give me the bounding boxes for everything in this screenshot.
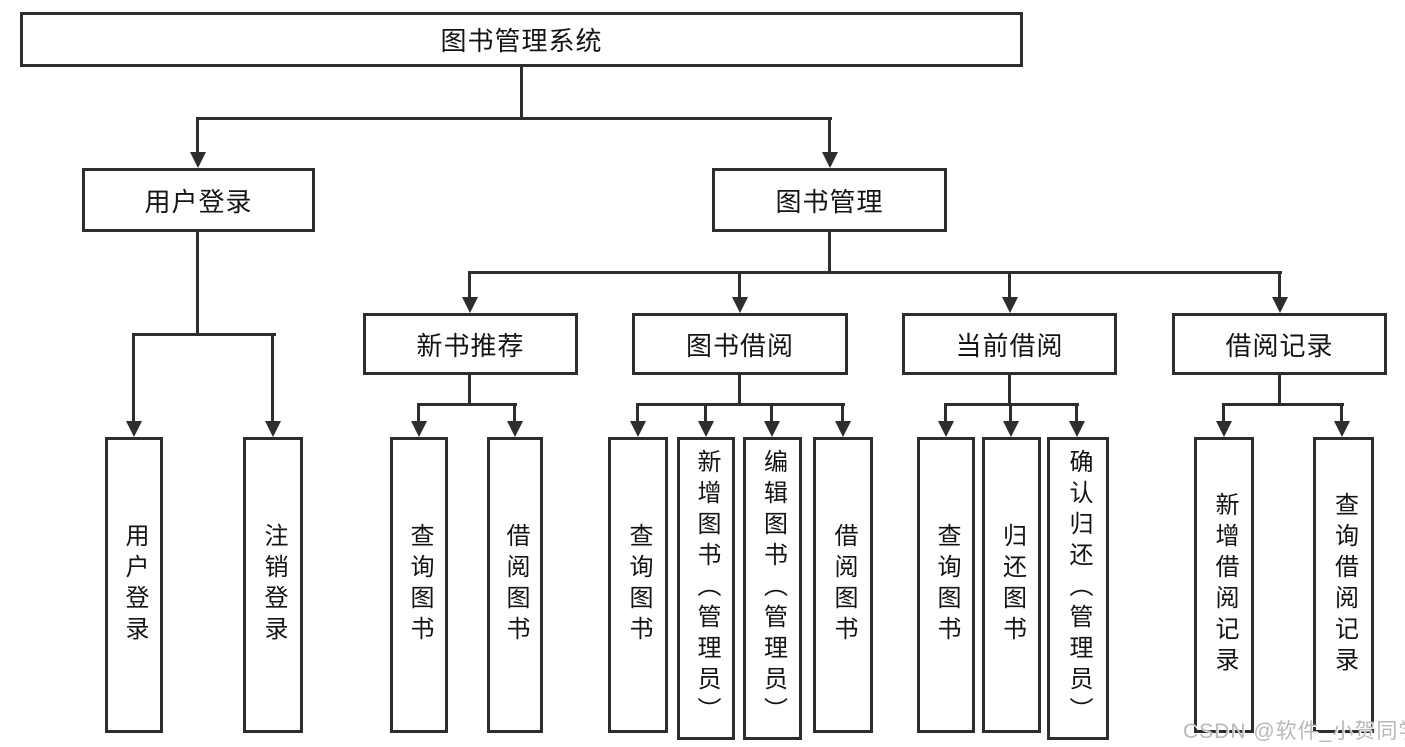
arrow-stem bbox=[770, 403, 773, 423]
arrow-down-icon bbox=[764, 421, 780, 437]
connector-line bbox=[1278, 375, 1281, 406]
arrow-stem bbox=[271, 334, 274, 422]
arrow-stem bbox=[828, 117, 831, 153]
arrow-down-icon bbox=[822, 152, 838, 168]
node-user-login: 用户登录 bbox=[82, 168, 315, 232]
arrow-stem bbox=[196, 117, 199, 153]
arrow-stem bbox=[468, 271, 471, 299]
leaf-edit-books-admin: 编辑图书（管理员） bbox=[743, 437, 802, 740]
arrow-down-icon bbox=[265, 421, 281, 437]
arrow-down-icon bbox=[1002, 297, 1018, 313]
connector-line bbox=[197, 117, 832, 120]
arrow-stem bbox=[1278, 271, 1281, 299]
arrow-down-icon bbox=[698, 421, 714, 437]
csdn-watermark: CSDN @软件_小贺同学 bbox=[1183, 720, 1405, 743]
arrow-down-icon bbox=[835, 421, 851, 437]
arrow-stem bbox=[513, 403, 516, 423]
connector-line bbox=[738, 375, 741, 406]
connector-line bbox=[132, 333, 276, 336]
arrow-down-icon bbox=[1003, 421, 1019, 437]
node-current-borrow: 当前借阅 bbox=[902, 313, 1117, 375]
connector-line bbox=[1222, 403, 1344, 406]
leaf-search-books-borrow: 查询图书 bbox=[608, 437, 668, 733]
arrow-down-icon bbox=[411, 421, 427, 437]
connector-line bbox=[468, 271, 1282, 274]
node-borrow-records: 借阅记录 bbox=[1172, 313, 1387, 375]
connector-line bbox=[636, 403, 845, 406]
arrow-stem bbox=[944, 403, 947, 423]
arrow-down-icon bbox=[732, 297, 748, 313]
connector-line bbox=[417, 403, 517, 406]
arrow-down-icon bbox=[507, 421, 523, 437]
arrow-down-icon bbox=[190, 152, 206, 168]
node-root: 图书管理系统 bbox=[20, 12, 1023, 67]
arrow-stem bbox=[1222, 403, 1225, 423]
leaf-user-login: 用户登录 bbox=[105, 437, 163, 733]
leaf-logout-login: 注销登录 bbox=[243, 437, 303, 733]
arrow-stem bbox=[1009, 403, 1012, 423]
node-new-book-recommend: 新书推荐 bbox=[363, 313, 578, 375]
node-book-borrow: 图书借阅 bbox=[632, 313, 848, 375]
arrow-stem bbox=[132, 334, 135, 422]
leaf-return-books: 归还图书 bbox=[982, 437, 1041, 733]
connector-line bbox=[1008, 375, 1011, 406]
arrow-stem bbox=[1075, 403, 1078, 423]
arrow-stem bbox=[1340, 403, 1343, 423]
leaf-borrow-books-recommend: 借阅图书 bbox=[487, 437, 543, 733]
arrow-down-icon bbox=[1334, 421, 1350, 437]
arrow-down-icon bbox=[1069, 421, 1085, 437]
connector-line bbox=[828, 232, 831, 274]
arrow-stem bbox=[417, 403, 420, 423]
arrow-stem bbox=[704, 403, 707, 423]
leaf-borrow-books: 借阅图书 bbox=[813, 437, 873, 733]
arrow-down-icon bbox=[1272, 297, 1288, 313]
leaf-add-borrow-record: 新增借阅记录 bbox=[1194, 437, 1254, 733]
leaf-confirm-return-admin: 确认归还（管理员） bbox=[1047, 437, 1109, 740]
arrow-down-icon bbox=[126, 421, 142, 437]
arrow-down-icon bbox=[938, 421, 954, 437]
connector-line bbox=[468, 375, 471, 406]
arrow-stem bbox=[841, 403, 844, 423]
arrow-stem bbox=[636, 403, 639, 423]
arrow-down-icon bbox=[1216, 421, 1232, 437]
leaf-search-books-current: 查询图书 bbox=[917, 437, 975, 733]
arrow-stem bbox=[738, 271, 741, 299]
leaf-search-borrow-record: 查询借阅记录 bbox=[1313, 437, 1374, 733]
leaf-search-books-recommend: 查询图书 bbox=[390, 437, 448, 733]
connector-line bbox=[196, 232, 199, 336]
arrow-stem bbox=[1008, 271, 1011, 299]
arrow-down-icon bbox=[462, 297, 478, 313]
leaf-add-books-admin: 新增图书（管理员） bbox=[677, 437, 735, 740]
node-book-management: 图书管理 bbox=[712, 168, 947, 232]
arrow-down-icon bbox=[630, 421, 646, 437]
connector-line bbox=[520, 67, 523, 120]
